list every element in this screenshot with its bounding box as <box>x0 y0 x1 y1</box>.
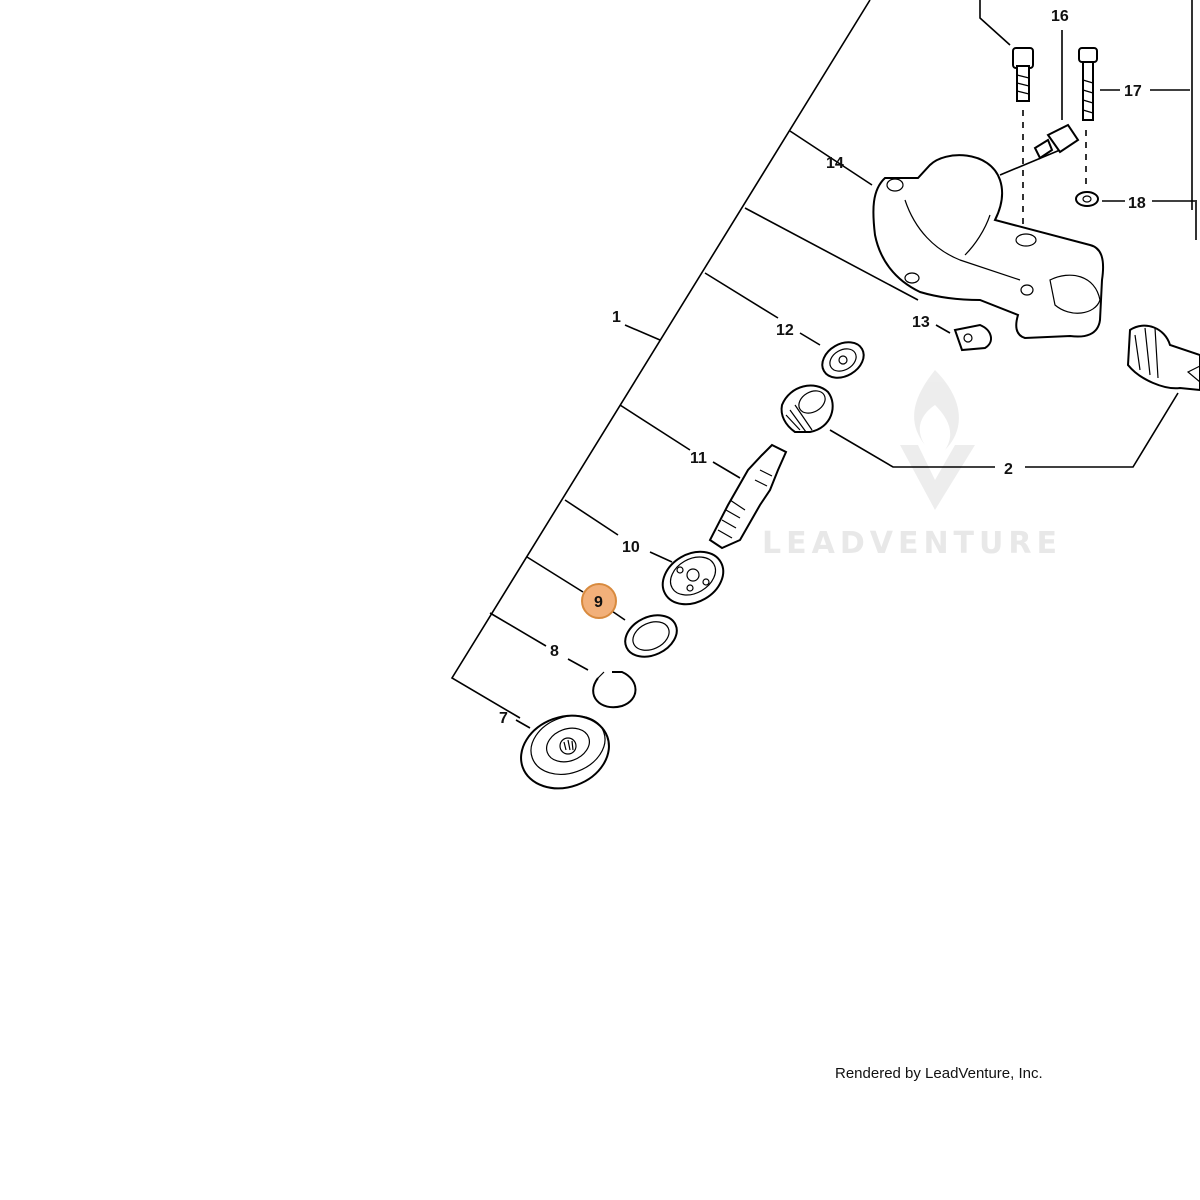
callout-1[interactable]: 1 <box>612 309 621 326</box>
highlight-marker[interactable] <box>581 583 617 619</box>
callout-9[interactable]: 9 <box>594 594 603 611</box>
callout-labels: 1 2 7 8 10 11 12 13 14 16 17 18 9 <box>499 8 1146 727</box>
callout-13[interactable]: 13 <box>912 314 930 331</box>
callout-11[interactable]: 11 <box>690 450 707 467</box>
render-credit: Rendered by LeadVenture, Inc. <box>835 1065 1043 1082</box>
leader-lines <box>450 0 1197 729</box>
bevel-gear-part <box>780 384 834 433</box>
gear-housing-part <box>872 154 1105 340</box>
bearing-12-part <box>821 341 865 379</box>
washer-9-part <box>624 614 678 658</box>
callout-8[interactable]: 8 <box>550 643 559 660</box>
callout-10[interactable]: 10 <box>622 539 640 556</box>
cup-7-part <box>520 714 610 790</box>
drive-shaft-11-part <box>708 443 788 550</box>
bolt-16-part <box>1012 47 1080 160</box>
watermark-text: LEADVENTURE <box>762 526 1062 561</box>
leadventure-watermark: LEADVENTURE <box>762 370 1062 561</box>
callout-7[interactable]: 7 <box>499 710 508 727</box>
plate-13-part <box>953 323 992 352</box>
washer-18-part <box>1075 191 1099 207</box>
callout-18[interactable]: 18 <box>1128 195 1146 212</box>
snap-ring-8-part <box>592 671 637 709</box>
bevel-gear-2-part <box>1126 324 1200 392</box>
callout-12[interactable]: 12 <box>776 322 794 339</box>
bolt-17-part <box>1078 47 1098 121</box>
callout-14[interactable]: 14 <box>826 155 844 172</box>
callout-9-highlight[interactable]: 9 <box>581 583 617 619</box>
callout-16[interactable]: 16 <box>1051 8 1069 25</box>
flame-logo-icon <box>900 370 975 510</box>
callout-17[interactable]: 17 <box>1124 83 1142 100</box>
bearing-10-part <box>661 550 725 606</box>
callout-2[interactable]: 2 <box>1004 461 1013 478</box>
